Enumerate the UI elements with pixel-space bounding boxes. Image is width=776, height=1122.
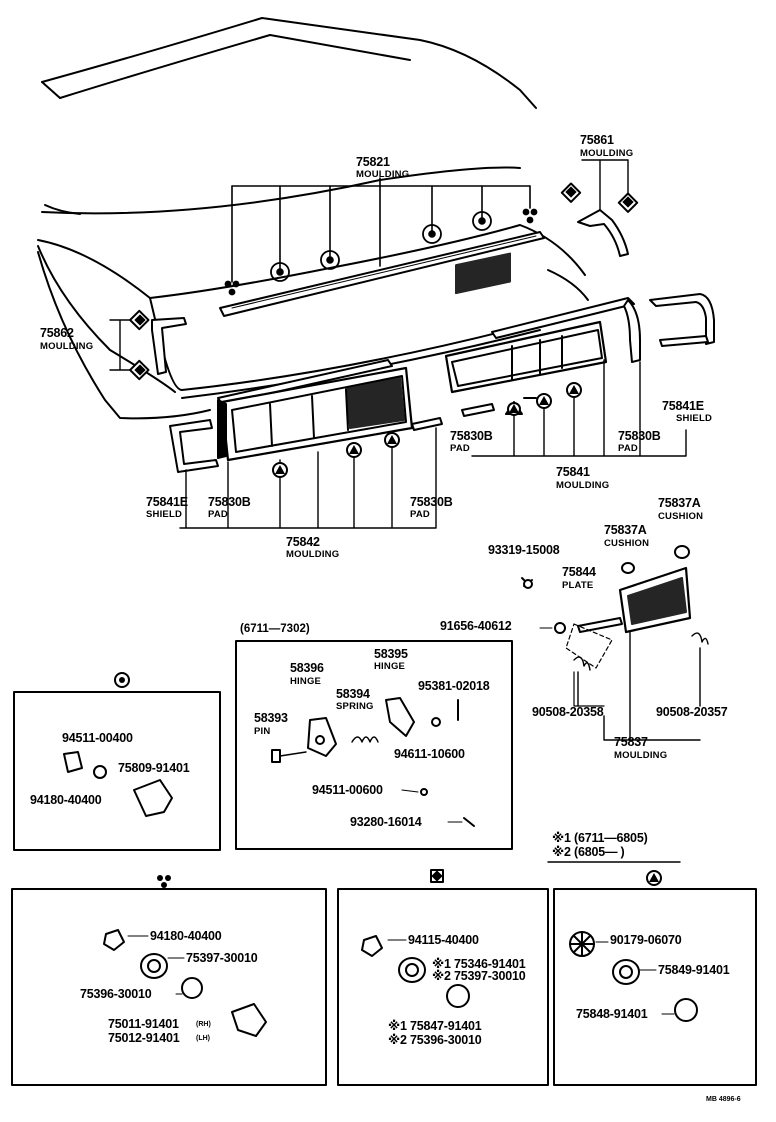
part-number-75396-30010-b: ※2 75396-30010 (388, 1033, 482, 1047)
moulding-75862-group (109, 309, 187, 381)
part-number-93319-15008: 93319-15008 (488, 543, 560, 557)
triangle-box-parts (569, 931, 698, 1022)
part-name-75844: PLATE (562, 580, 594, 591)
detail-box-clover (11, 888, 327, 1086)
part-number-75837: 75837 (614, 735, 648, 749)
part-name-58394: SPRING (336, 701, 374, 712)
note-1-range: ※1 (6711—6805) (552, 831, 648, 845)
part-number-75841E-right: 75841E (662, 399, 704, 413)
part-name-58395: HINGE (374, 661, 406, 672)
part-number-75842: 75842 (286, 535, 320, 549)
moulding-75861-group (560, 159, 639, 257)
part-number-75830B-l1: 75830B (208, 495, 251, 509)
diamond-box-parts (361, 935, 470, 1008)
part-number-90508-20357: 90508-20357 (656, 705, 728, 719)
hinge-parts (271, 697, 475, 827)
part-name-75837A-2: CUSHION (604, 538, 650, 549)
part-number-75397-30010-a: 75397-30010 (186, 951, 258, 965)
moulding-75837-assembly (521, 545, 709, 741)
part-number-94115-40400: 94115-40400 (408, 933, 479, 947)
part-name-75841: MOULDING (556, 480, 610, 491)
part-number-58394: 58394 (336, 687, 370, 701)
part-name-75841E-right: SHIELD (676, 413, 713, 424)
part-number-75011-91401: 75011-91401 (108, 1017, 179, 1031)
part-number-58396: 58396 (290, 661, 324, 675)
part-number-75862: 75862 (40, 326, 74, 340)
part-name-75842: MOULDING (286, 549, 340, 560)
part-number-75809-91401: 75809-91401 (118, 761, 190, 775)
circle-clip-parts (63, 672, 173, 817)
part-number-90179-06070: 90179-06070 (610, 933, 682, 947)
hinge-detail-box (235, 640, 513, 850)
part-number-75841E-left: 75841E (146, 495, 188, 509)
part-number-75821: 75821 (356, 155, 390, 169)
detail-box-diamond (337, 888, 549, 1086)
part-number-75837A-2: 75837A (604, 523, 647, 537)
part-number-94180-40400-a: 94180-40400 (30, 793, 102, 807)
part-number-95381-02018: 95381-02018 (418, 679, 490, 693)
part-number-91656-40612: 91656-40612 (440, 619, 512, 633)
part-number-93280-16014: 93280-16014 (350, 815, 422, 829)
car-body-outline (37, 17, 589, 420)
part-number-94611-10600: 94611-10600 (394, 747, 465, 761)
part-name-58393: PIN (254, 726, 271, 737)
part-number-75012-91401: 75012-91401 (108, 1031, 180, 1045)
part-number-75397-30010-b: ※2 75397-30010 (432, 969, 526, 983)
tail-moulding-75841-right (444, 252, 715, 457)
side-lh: (LH) (196, 1035, 210, 1042)
triangle-symbol (646, 870, 662, 886)
part-number-58395: 58395 (374, 647, 408, 661)
nut-detail-box-circle (13, 691, 221, 851)
side-rh: (RH) (196, 1021, 211, 1028)
part-name-75862: MOULDING (40, 341, 94, 352)
part-number-75837A-1: 75837A (658, 496, 701, 510)
part-number-90508-20358: 90508-20358 (532, 705, 604, 719)
part-number-94511-00600: 94511-00600 (312, 783, 383, 797)
part-name-75861: MOULDING (580, 148, 634, 159)
note-2-range: ※2 (6805— ) (552, 845, 625, 859)
clover-symbol (157, 875, 171, 888)
part-number-75841: 75841 (556, 465, 590, 479)
part-number-58393: 58393 (254, 711, 288, 725)
part-name-75830B-r2: PAD (618, 443, 638, 454)
part-number-75844: 75844 (562, 565, 596, 579)
tail-moulding-75842-left (169, 359, 443, 529)
drawing-reference-code: MB 4896-6 (706, 1096, 741, 1103)
part-number-75830B-r1: 75830B (450, 429, 493, 443)
part-number-75849-91401: 75849-91401 (658, 963, 730, 977)
part-number-75848-91401: 75848-91401 (576, 1007, 648, 1021)
part-name-75837A-1: CUSHION (658, 511, 704, 522)
part-name-75821: MOULDING (356, 169, 410, 180)
leader-lines (127, 627, 675, 1015)
part-number-75830B-l2: 75830B (410, 495, 453, 509)
hinge-date-range: (6711—7302) (240, 623, 310, 635)
part-name-75830B-l1: PAD (208, 509, 228, 520)
part-name-75837: MOULDING (614, 750, 668, 761)
part-number-75847-91401: ※1 75847-91401 (388, 1019, 482, 1033)
part-number-75861: 75861 (580, 133, 614, 147)
part-number-75396-30010-a: 75396-30010 (80, 987, 152, 1001)
part-number-94180-40400-b: 94180-40400 (150, 929, 222, 943)
part-name-75830B-l2: PAD (410, 509, 430, 520)
part-number-75830B-r2: 75830B (618, 429, 661, 443)
moulding-75821-group (219, 177, 545, 317)
part-name-75841E-left: SHIELD (146, 509, 183, 520)
part-name-58396: HINGE (290, 676, 322, 687)
part-number-94511-00400: 94511-00400 (62, 731, 133, 745)
clover-box-parts (103, 929, 267, 1037)
diamond-symbol (430, 869, 444, 883)
part-number-75346-91401: ※1 75346-91401 (432, 957, 526, 971)
detail-box-triangle (553, 888, 757, 1086)
part-name-75830B-r1: PAD (450, 443, 470, 454)
